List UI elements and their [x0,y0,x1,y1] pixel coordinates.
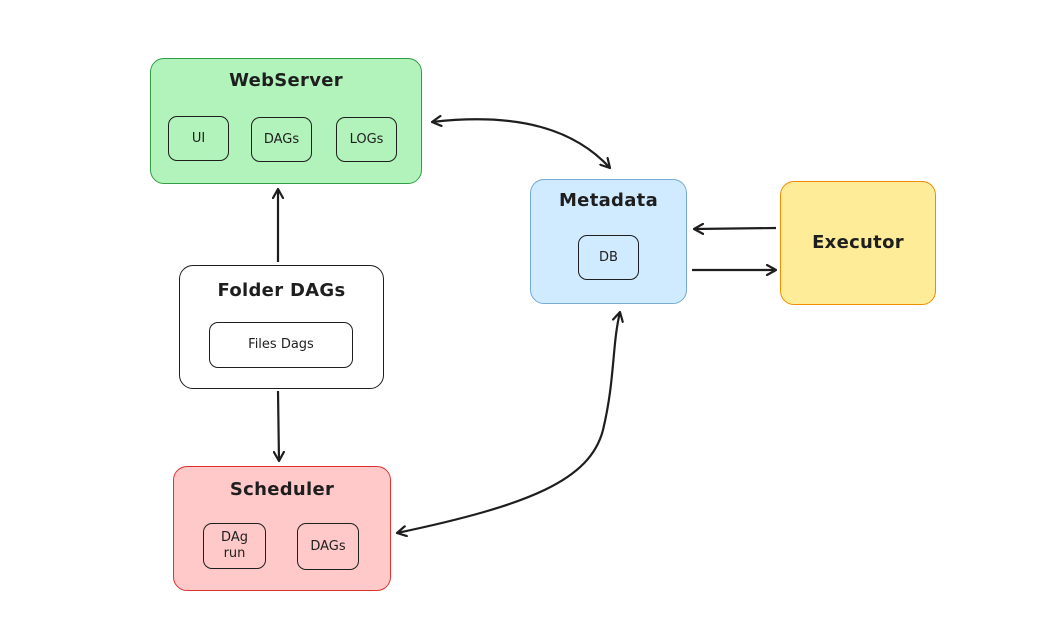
folder-chip-files-dags: Files Dags [209,322,353,368]
arrow-executor-metadata [694,228,777,229]
webserver-chip-dags-label: DAGs [263,131,300,147]
scheduler-title: Scheduler [229,479,335,500]
webserver-title: WebServer [229,70,343,91]
executor-node: Executor [780,181,936,305]
webserver-chip-logs: LOGs [336,117,397,162]
scheduler-chip-dag-run-label: DAg run [221,530,248,561]
metadata-node: Metadata DB [530,179,687,304]
webserver-chip-ui-label: UI [191,130,206,146]
scheduler-chip-dag-run: DAg run [203,523,266,569]
webserver-node: WebServer UI DAGs LOGs [150,58,422,184]
metadata-title: Metadata [558,190,659,211]
webserver-chip-ui: UI [168,116,229,161]
arrow-folder-scheduler [278,390,279,461]
folder-dags-node: Folder DAGs Files Dags [179,265,384,389]
arrow-webserver-metadata [432,119,610,168]
folder-chip-files-dags-label: Files Dags [248,337,314,352]
metadata-chip-db-label: DB [599,249,618,265]
scheduler-node: Scheduler DAg run DAGs [173,466,391,591]
folder-dags-title: Folder DAGs [217,280,346,301]
webserver-chip-logs-label: LOGs [349,131,384,147]
metadata-chip-db: DB [578,235,639,280]
executor-title: Executor [812,232,904,253]
scheduler-chip-dags: DAGs [297,523,359,570]
arrow-scheduler-metadata [397,312,620,533]
scheduler-chip-dags-label: DAGs [310,538,346,554]
webserver-chip-dags: DAGs [251,117,312,162]
